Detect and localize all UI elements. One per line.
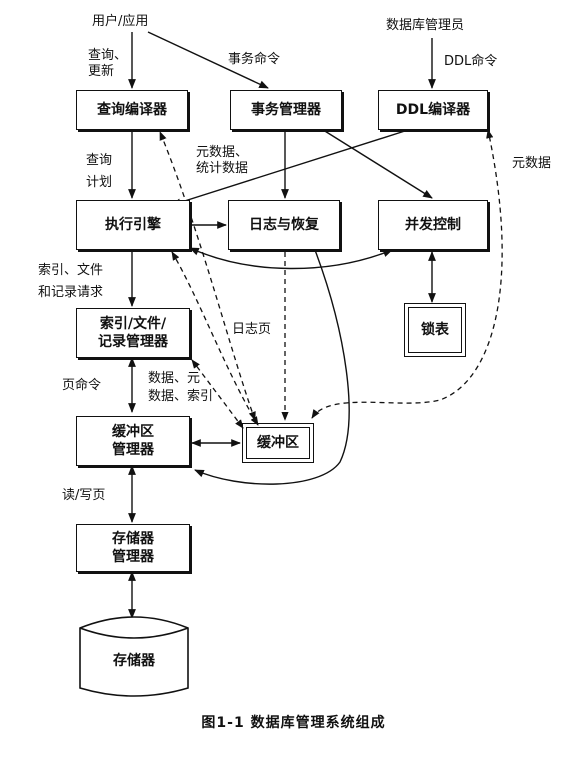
buffers-box: 缓冲区 <box>242 423 314 463</box>
label-ddl-commands: DDL命令 <box>444 54 498 69</box>
label-dba: 数据库管理员 <box>386 18 465 33</box>
label-transaction-commands: 事务命令 <box>228 52 281 67</box>
storage-label: 存储器 <box>113 653 155 669</box>
label-index-file-record-requests: 索引、文件 和记录请求 <box>38 263 104 300</box>
query-compiler-box: 查询编译器 <box>76 90 188 130</box>
label-query-plan: 查询 计划 <box>86 153 113 190</box>
figure-caption: 图1-1 数据库管理系统组成 <box>201 715 386 731</box>
storage-manager-box: 存储器 管理器 <box>76 524 190 572</box>
label-data-meta-index: 数据、元 数据、索引 <box>148 371 214 404</box>
arrow-transaction-manager-to-concurrency-control <box>319 127 433 199</box>
transaction-manager-box: 事务管理器 <box>230 90 342 130</box>
dashed-buffers-ddl-compiler <box>311 129 503 419</box>
ddl-compiler-box: DDL编译器 <box>378 90 488 130</box>
label-query-update: 查询、 更新 <box>88 48 128 79</box>
index-file-record-manager-box: 索引/文件/ 记录管理器 <box>76 308 190 358</box>
label-metadata-stats: 元数据、 统计数据 <box>196 145 249 176</box>
log-recovery-box: 日志与恢复 <box>228 200 340 250</box>
dashed-buffers-execution-engine <box>171 251 259 426</box>
execution-engine-box: 执行引擎 <box>76 200 190 250</box>
arrow-user-to-transaction-manager <box>147 31 269 89</box>
label-read-write-pages: 读/写页 <box>62 488 106 503</box>
label-metadata-right: 元数据 <box>512 156 552 171</box>
label-page-commands: 页命令 <box>62 378 102 393</box>
label-user-app: 用户/应用 <box>92 14 149 29</box>
arrow-execution-engine-concurrency-control <box>189 247 393 270</box>
label-log-pages: 日志页 <box>232 322 272 337</box>
lock-table-box: 锁表 <box>404 303 466 357</box>
buffer-manager-box: 缓冲区 管理器 <box>76 416 190 466</box>
concurrency-control-box: 并发控制 <box>378 200 488 250</box>
storage-cylinder <box>79 616 189 697</box>
